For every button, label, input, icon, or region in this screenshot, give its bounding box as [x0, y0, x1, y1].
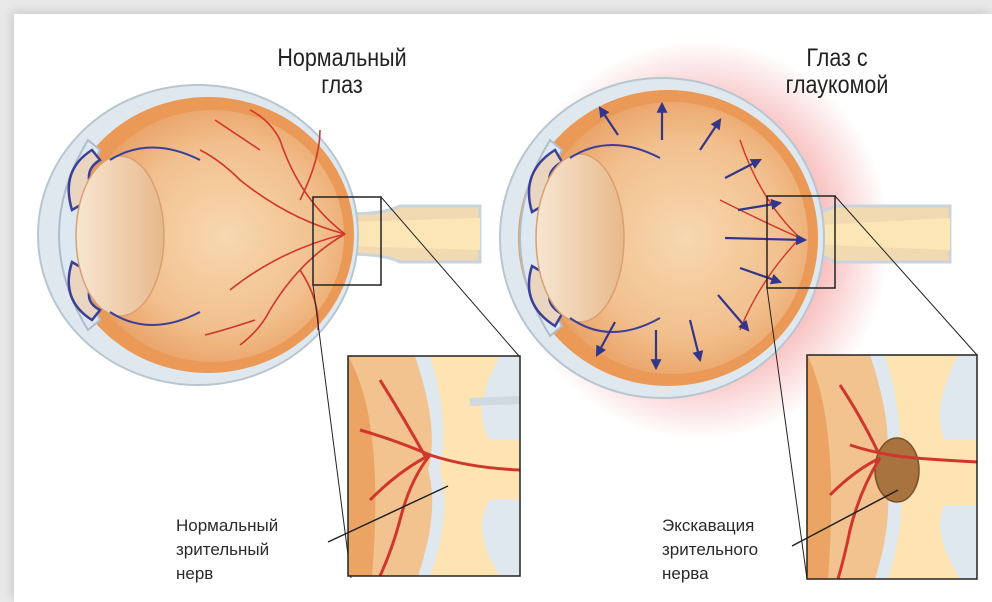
normal-nerve-caption: Нормальный зрительный нерв: [176, 514, 278, 586]
normal-nerve-inset: [348, 356, 520, 576]
glaucoma-caption-line3: нерва: [662, 562, 758, 586]
glaucoma-caption-line2: зрительного: [662, 538, 758, 562]
lens: [536, 154, 624, 322]
optic-cup-excavation: [875, 438, 919, 502]
glaucoma-title-line1: Глаз с: [773, 45, 902, 72]
glaucoma-eye-title: Глаз с глаукомой: [773, 45, 902, 99]
glaucoma-title-line2: глаукомой: [773, 72, 902, 99]
lens: [76, 156, 164, 316]
normal-caption-line1: Нормальный: [176, 514, 278, 538]
glaucoma-caption-line1: Экскавация: [662, 514, 758, 538]
normal-title-line2: глаз: [273, 72, 411, 99]
normal-eye-title: Нормальный глаз: [273, 45, 411, 99]
normal-caption-line3: нерв: [176, 562, 278, 586]
normal-title-line1: Нормальный: [273, 45, 411, 72]
normal-caption-line2: зрительный: [176, 538, 278, 562]
glaucoma-nerve-caption: Экскавация зрительного нерва: [662, 514, 758, 586]
glaucoma-nerve-inset: [807, 355, 977, 579]
